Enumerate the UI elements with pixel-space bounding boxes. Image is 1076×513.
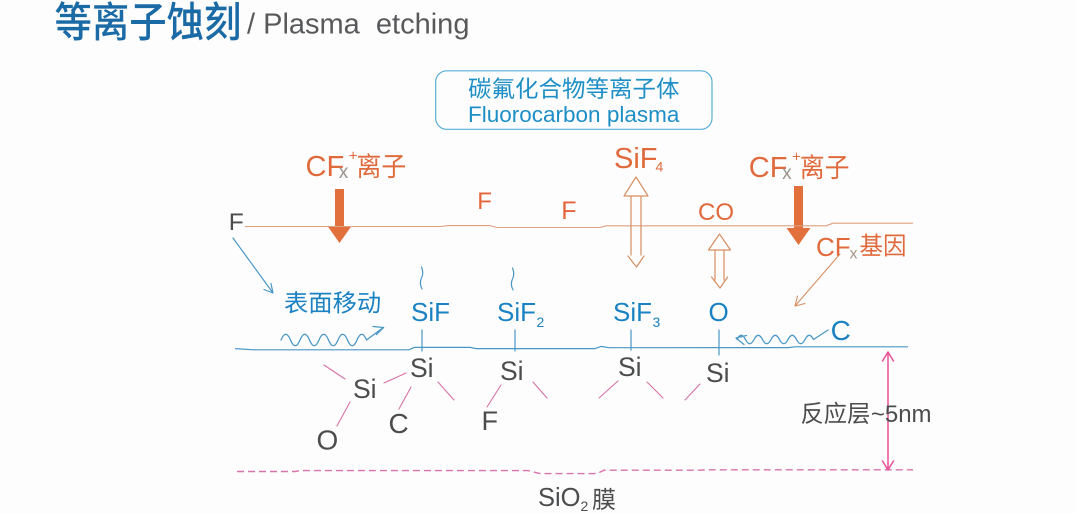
svg-text:3: 3 — [653, 314, 661, 330]
svg-text:F: F — [482, 406, 499, 436]
svg-text:Si: Si — [618, 352, 642, 382]
svg-text:~5nm: ~5nm — [871, 401, 932, 428]
svg-text:SiO: SiO — [538, 484, 581, 512]
svg-text:+: + — [792, 149, 801, 166]
svg-text:/ Plasma etching: / Plasma etching — [247, 9, 469, 41]
svg-text:F: F — [561, 197, 576, 225]
svg-text:CF: CF — [306, 151, 345, 183]
svg-text:4: 4 — [656, 159, 664, 175]
svg-text:SiF: SiF — [613, 297, 652, 327]
svg-text:SiF: SiF — [497, 297, 536, 327]
svg-text:Si: Si — [410, 353, 434, 383]
svg-text:Si: Si — [500, 356, 524, 386]
svg-text:Fluorocarbon plasma: Fluorocarbon plasma — [468, 102, 680, 127]
svg-text:Si: Si — [706, 358, 730, 388]
svg-text:SiF: SiF — [411, 297, 450, 327]
svg-text:O: O — [709, 297, 729, 327]
svg-text:+: + — [349, 148, 358, 165]
svg-text:CF: CF — [749, 152, 788, 184]
svg-text:CF: CF — [816, 232, 851, 262]
svg-text:2: 2 — [537, 314, 545, 330]
svg-text:F: F — [229, 209, 244, 236]
svg-text:C: C — [389, 408, 409, 439]
svg-text:x: x — [339, 162, 349, 183]
svg-text:C: C — [831, 315, 851, 346]
svg-text:Si: Si — [353, 374, 377, 404]
svg-text:CO: CO — [698, 199, 734, 226]
svg-text:x: x — [850, 246, 858, 263]
svg-text:x: x — [782, 163, 792, 184]
svg-text:O: O — [317, 425, 339, 456]
svg-text:SiF: SiF — [614, 143, 658, 175]
svg-text:F: F — [477, 188, 492, 215]
svg-text:2: 2 — [581, 498, 589, 513]
